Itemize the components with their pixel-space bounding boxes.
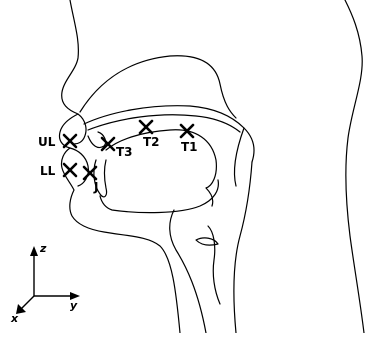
velum	[234, 128, 244, 186]
marker-t2-label: T2	[143, 135, 160, 149]
marker-ll-label: LL	[40, 164, 56, 178]
palate-inner	[88, 115, 240, 132]
marker-t1-label: T1	[181, 140, 198, 154]
larynx	[208, 226, 220, 304]
pharynx-back	[234, 162, 252, 333]
upper-lip	[74, 114, 86, 144]
z-axis-label: z	[39, 242, 47, 255]
head-back-outline	[345, 0, 364, 333]
palate-outline	[80, 56, 236, 118]
marker-j-label: J	[93, 180, 98, 194]
y-axis-label: y	[70, 299, 78, 312]
marker-ul-label: UL	[38, 135, 56, 149]
marker-t3-label: T3	[116, 145, 133, 159]
pharynx-front	[170, 210, 206, 333]
hard-palate	[84, 106, 254, 162]
x-axis	[20, 296, 34, 310]
marker-ul	[64, 135, 76, 147]
tongue-outline	[106, 130, 216, 206]
jaw-line	[100, 180, 218, 213]
z-axis-arrowhead	[30, 246, 38, 256]
marker-t2	[140, 121, 152, 133]
x-axis-label: x	[10, 312, 19, 325]
marker-ll	[64, 164, 76, 176]
face-profile	[59, 0, 180, 333]
marker-t1	[181, 125, 193, 137]
